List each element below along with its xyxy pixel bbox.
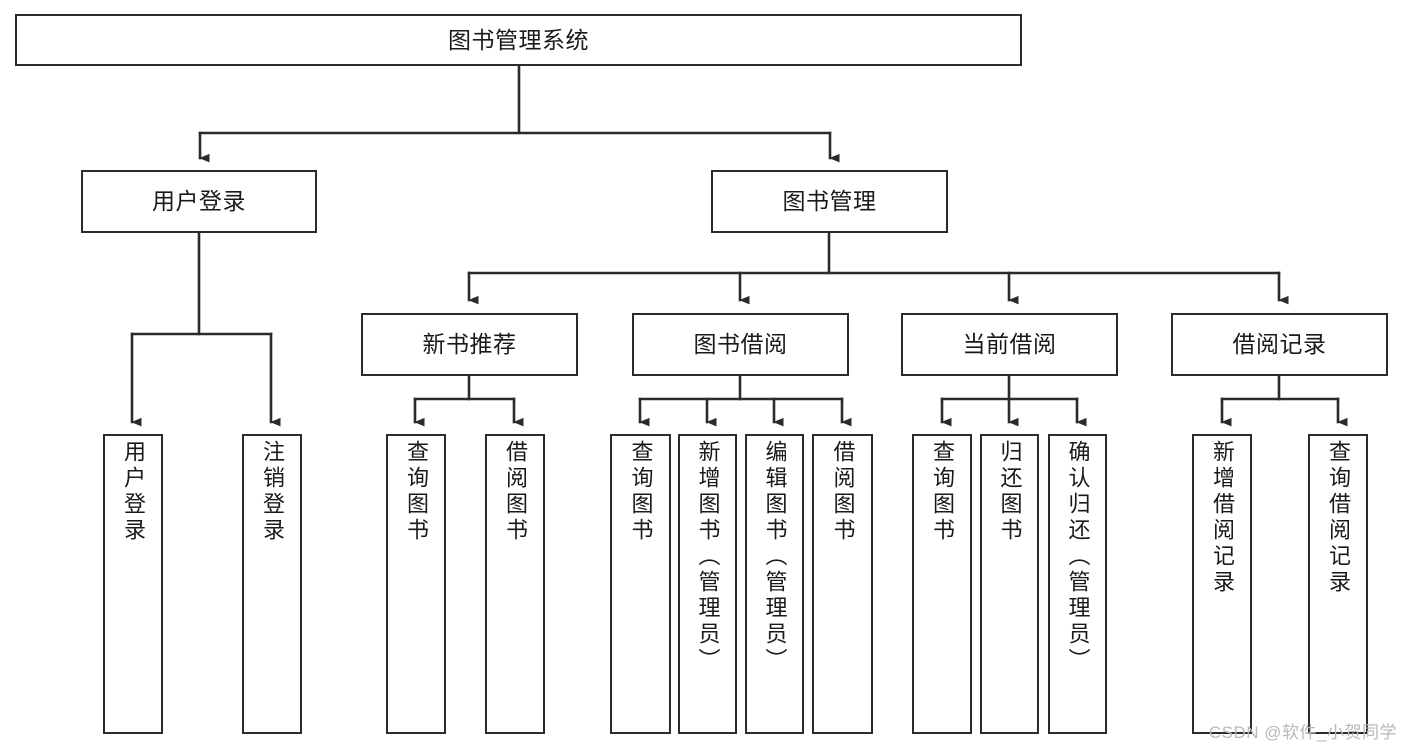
node-label: 查询图书 (628, 440, 654, 544)
leaf-book-borrow-edit-book-admin[interactable]: 编辑图书（管理员） (745, 434, 804, 734)
leaf-book-borrow-add-book-admin[interactable]: 新增图书（管理员） (678, 434, 737, 734)
node-label: 归还图书 (997, 440, 1023, 544)
leaf-new-book-query-books[interactable]: 查询图书 (386, 434, 446, 734)
node-user-login[interactable]: 用户登录 (81, 170, 317, 233)
leaf-book-borrow-query-books[interactable]: 查询图书 (610, 434, 671, 734)
node-current-borrowing[interactable]: 当前借阅 (901, 313, 1118, 376)
node-label: 用户登录 (121, 440, 146, 544)
node-book-management[interactable]: 图书管理 (711, 170, 948, 233)
node-label: 查询图书 (404, 440, 429, 544)
node-label: 确认归还（管理员） (1065, 440, 1091, 674)
leaf-user-login-login[interactable]: 用户登录 (103, 434, 163, 734)
leaf-current-borrow-confirm-return-admin[interactable]: 确认归还（管理员） (1048, 434, 1107, 734)
node-label: 新书推荐 (422, 331, 517, 358)
leaf-current-borrow-return-books[interactable]: 归还图书 (980, 434, 1039, 734)
node-label: 查询图书 (930, 440, 955, 544)
leaf-borrow-record-query-record[interactable]: 查询借阅记录 (1308, 434, 1368, 734)
node-label: 借阅记录 (1232, 331, 1327, 358)
csdn-watermark: CSDN @软件_小贺同学 (1208, 723, 1397, 742)
node-label: 借阅图书 (503, 440, 528, 544)
leaf-book-borrow-borrow-books[interactable]: 借阅图书 (812, 434, 873, 734)
leaf-new-book-borrow-books[interactable]: 借阅图书 (485, 434, 545, 734)
node-label: 图书管理 (782, 188, 877, 215)
node-label: 新增借阅记录 (1210, 440, 1235, 596)
node-label: 借阅图书 (830, 440, 856, 544)
leaf-current-borrow-query-books[interactable]: 查询图书 (912, 434, 972, 734)
leaf-user-login-logout[interactable]: 注销登录 (242, 434, 302, 734)
node-label: 新增图书（管理员） (695, 440, 721, 674)
node-label: 用户登录 (152, 188, 246, 215)
node-label: 查询借阅记录 (1326, 440, 1351, 596)
node-borrowing-record[interactable]: 借阅记录 (1171, 313, 1388, 376)
node-label: 注销登录 (260, 440, 285, 544)
node-book-borrowing[interactable]: 图书借阅 (632, 313, 849, 376)
node-new-book-recommendation[interactable]: 新书推荐 (361, 313, 578, 376)
leaf-borrow-record-add-record[interactable]: 新增借阅记录 (1192, 434, 1252, 734)
node-label: 图书借阅 (693, 331, 788, 358)
node-label: 当前借阅 (962, 331, 1057, 358)
node-label: 编辑图书（管理员） (762, 440, 788, 674)
node-root-book-management-system[interactable]: 图书管理系统 (15, 14, 1022, 66)
node-label: 图书管理系统 (448, 26, 589, 53)
